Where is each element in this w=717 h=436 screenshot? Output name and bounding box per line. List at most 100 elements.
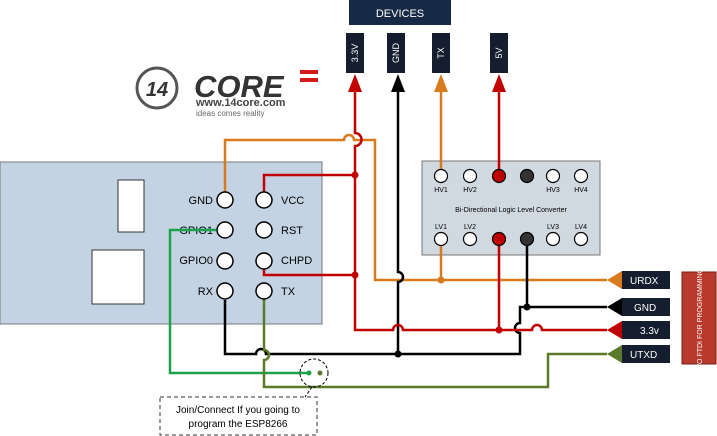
lv2-label: LV2: [464, 224, 476, 231]
arrow-up-gnd: [391, 74, 405, 92]
level-converter-title: Bi-Directional Logic Level Converter: [455, 207, 567, 214]
arrow-up-5v: [492, 74, 506, 92]
lv3-pin: [545, 231, 561, 247]
output-3v3: 3.3v: [607, 321, 670, 339]
join-dot-tx: [317, 370, 323, 376]
hv3-label: HV3: [546, 187, 560, 194]
logo-url: www.14core.com: [195, 97, 286, 109]
wire-rx: [223, 300, 527, 356]
junction-dot: [495, 326, 503, 334]
logo-brand: CORE: [194, 69, 285, 104]
hv4-label: HV4: [574, 187, 588, 194]
output-urdx: URDX: [607, 271, 670, 289]
devices-title: DEVICES: [376, 8, 424, 20]
output-tag-utxd: [622, 345, 670, 363]
output-arrow-utxd: [607, 345, 622, 363]
logo-circle: [135, 66, 179, 110]
lv2-pin: [462, 231, 478, 247]
esp-pin-label-tx: TX: [281, 286, 296, 298]
logo-accent-bar: [300, 78, 318, 82]
hv1-pin: [433, 168, 449, 184]
device-pin-label-gnd: GND: [391, 43, 401, 64]
hv2-label: HV2: [463, 187, 477, 194]
lv4-label: LV4: [575, 224, 587, 231]
esp-pin-label-vcc: VCC: [281, 195, 304, 207]
junction-dot: [523, 303, 531, 311]
junction-dot: [351, 271, 359, 279]
logo-tagline: ideas comes reality: [196, 109, 264, 118]
logo-number: 14: [146, 79, 168, 101]
esp-pin-label-chpd: CHPD: [281, 255, 312, 267]
output-label-gnd: GND: [634, 303, 656, 314]
esp-pin-label-rx: RX: [198, 286, 214, 298]
esp-chip-outline: [91, 249, 145, 305]
esp-pin-gpio1: [216, 221, 234, 239]
wire-utxd: [262, 290, 607, 389]
device-pin-label-tx: TX: [436, 47, 446, 59]
esp-pin-rx: [216, 282, 234, 300]
join-marker: [299, 358, 329, 388]
hv-power-pin: [491, 168, 507, 184]
lv-ground-pin: [519, 231, 535, 247]
lv4-pin: [573, 231, 589, 247]
device-pin-label-3v3: 3.3V: [350, 44, 360, 63]
esp-chip-outline: [117, 179, 145, 233]
output-label-3v3: 3.3v: [640, 326, 659, 337]
hv2-pin: [462, 168, 478, 184]
junction-dot: [437, 276, 445, 284]
logo: 14 CORE www.14core.com ideas comes reali…: [135, 66, 318, 118]
wire-device-gnd: [396, 92, 405, 355]
output-utxd: UTXD: [607, 345, 670, 363]
junction-dot: [351, 171, 359, 179]
hv1-label: HV1: [434, 187, 448, 194]
logo-accent-bar: [300, 70, 318, 74]
wire-vcc: [262, 173, 355, 197]
note-box: Join/Connect If you going to program the…: [159, 396, 318, 436]
ftdi-label: TO FTDI FOR PROGRAMMING: [697, 268, 704, 368]
output-arrow-urdx: [607, 271, 622, 289]
esp-pin-gnd: [216, 191, 234, 209]
lv1-pin: [433, 231, 449, 247]
lv1-label: LV1: [435, 224, 447, 231]
esp-pin-vcc: [255, 191, 273, 209]
wire-3v3: [353, 92, 607, 332]
output-label-urdx: URDX: [630, 276, 659, 287]
wire-gpio1: [168, 228, 311, 375]
device-pin-label-5v: 5V: [494, 47, 504, 58]
output-gnd: GND: [607, 298, 670, 316]
junction-dot: [394, 350, 402, 358]
esp-pin-rst: [255, 221, 273, 239]
note-leader: [304, 386, 313, 398]
arrow-up-tx: [434, 74, 448, 92]
esp-pin-chpd: [255, 252, 273, 270]
output-tag-gnd: [622, 298, 670, 316]
ftdi-label-box: TO FTDI FOR PROGRAMMING: [681, 268, 717, 368]
output-label-utxd: UTXD: [630, 350, 657, 361]
hv4-pin: [573, 168, 589, 184]
output-tag-urdx: [622, 271, 670, 289]
esp-pin-gpio0: [216, 252, 234, 270]
device-pin-5v: 5V: [490, 33, 508, 73]
hv3-pin: [545, 168, 561, 184]
output-tag-3v3: [622, 321, 670, 339]
device-pin-3v3: 3.3V: [346, 33, 364, 73]
esp-pin-label-rst: RST: [281, 225, 303, 237]
esp-module: GND GPIO1 GPIO0 RX VCC RST CHPD TX: [0, 161, 323, 325]
output-arrow-3v3: [607, 321, 622, 339]
note-line2: program the ESP8266: [189, 419, 288, 430]
lv-power-pin: [491, 231, 507, 247]
level-converter: Bi-Directional Logic Level Converter HV1…: [421, 160, 601, 256]
output-arrow-gnd: [607, 298, 622, 316]
esp-pin-label-gpio0: GPIO0: [179, 255, 213, 267]
hv-ground-pin: [519, 168, 535, 184]
esp-pin-tx: [255, 282, 273, 300]
lv3-label: LV3: [547, 224, 559, 231]
devices-banner: DEVICES: [349, 0, 451, 25]
note-line1: Join/Connect If you going to: [176, 405, 300, 416]
arrow-up-3v3: [348, 74, 362, 92]
device-pin-tx: TX: [432, 33, 450, 73]
esp-pin-label-gnd: GND: [189, 195, 214, 207]
device-pin-gnd: GND: [387, 33, 405, 73]
